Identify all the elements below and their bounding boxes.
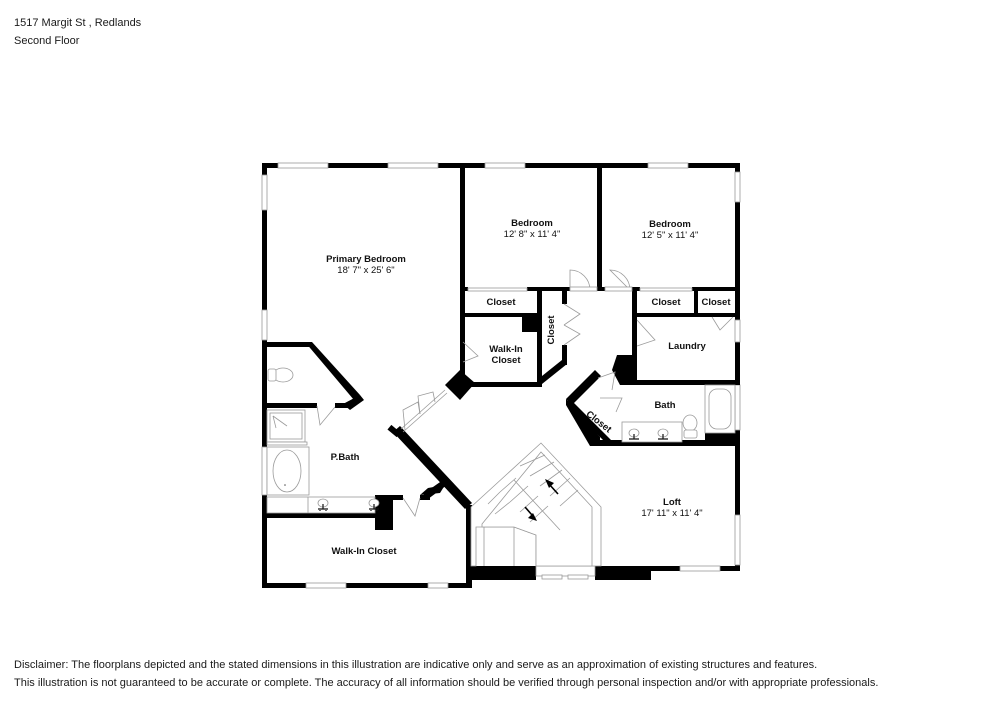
room-primary-bedroom-name: Primary Bedroom bbox=[326, 254, 406, 265]
arrow-up-left-icon bbox=[545, 479, 559, 495]
door-bedroom-2 bbox=[609, 269, 631, 291]
room-laundry: Laundry bbox=[668, 341, 706, 352]
windows bbox=[261, 162, 741, 589]
door-laundry bbox=[636, 319, 656, 347]
room-closet-bedroom-1: Closet bbox=[486, 297, 516, 308]
property-address: 1517 Margit St , Redlands bbox=[14, 17, 142, 29]
staircase bbox=[470, 442, 602, 567]
door-bath-closet bbox=[600, 397, 623, 413]
disclaimer-line-1: Disclaimer: The floorplans depicted and … bbox=[14, 659, 818, 671]
room-closet-bedroom-2: Closet bbox=[651, 297, 681, 308]
door-walkin-lower bbox=[402, 497, 421, 517]
doors bbox=[316, 269, 734, 517]
door-primary bbox=[402, 401, 421, 431]
door-primary bbox=[417, 391, 436, 415]
arrow-down-right-icon bbox=[524, 506, 537, 521]
window bbox=[261, 446, 268, 496]
room-closet-small: Closet bbox=[701, 297, 731, 308]
window bbox=[734, 319, 741, 343]
window bbox=[734, 384, 741, 431]
toilet-icon bbox=[682, 414, 698, 432]
room-loft-dims: 17' 11" x 11' 4" bbox=[641, 508, 702, 519]
fixtures bbox=[266, 367, 736, 567]
room-walkin-closet-upper-line2: Closet bbox=[491, 355, 521, 366]
door-bedroom-1 bbox=[569, 269, 591, 291]
room-closet-hall: Closet bbox=[546, 315, 557, 345]
vanity-icon bbox=[621, 421, 683, 443]
sliding-door bbox=[467, 287, 528, 292]
room-bath: Bath bbox=[654, 400, 675, 411]
room-walkin-closet-upper-line1: Walk-In bbox=[489, 344, 523, 355]
door-bath bbox=[597, 371, 616, 391]
room-bedroom-1-name: Bedroom bbox=[511, 218, 553, 229]
window bbox=[679, 565, 721, 572]
window bbox=[535, 565, 596, 577]
room-bedroom-2-name: Bedroom bbox=[649, 219, 691, 230]
window bbox=[277, 162, 329, 169]
window bbox=[261, 309, 268, 341]
door-walkin-closet bbox=[462, 341, 479, 363]
window bbox=[484, 162, 526, 169]
floor-label: Second Floor bbox=[14, 35, 80, 47]
window bbox=[734, 514, 741, 566]
door-toilet bbox=[316, 405, 336, 426]
window bbox=[647, 162, 689, 169]
window bbox=[305, 582, 347, 589]
disclaimer-line-2: This illustration is not guaranteed to b… bbox=[14, 677, 879, 689]
disclaimer: Disclaimer: The floorplans depicted and … bbox=[14, 656, 878, 692]
window bbox=[734, 171, 741, 203]
room-bedroom-2-dims: 12' 5" x 11' 4" bbox=[642, 230, 699, 241]
room-loft-name: Loft bbox=[663, 497, 682, 508]
window bbox=[427, 582, 449, 589]
sliding-door bbox=[639, 287, 693, 292]
interior-walls bbox=[262, 163, 740, 530]
plan-header: 1517 Margit St , Redlands Second Floor bbox=[14, 14, 141, 50]
room-primary-bedroom-dims: 18' 7" x 25' 6" bbox=[337, 265, 394, 276]
room-labels: Primary Bedroom 18' 7" x 25' 6" Bedroom … bbox=[326, 218, 731, 557]
door-hall-closet bbox=[563, 303, 581, 346]
window bbox=[567, 574, 589, 580]
room-pbath: P.Bath bbox=[331, 452, 360, 463]
room-walkin-closet-lower: Walk-In Closet bbox=[331, 546, 397, 557]
door-closet bbox=[711, 316, 734, 331]
window bbox=[387, 162, 439, 169]
room-bedroom-1-dims: 12' 8" x 11' 4" bbox=[504, 229, 561, 240]
window bbox=[261, 174, 268, 211]
window bbox=[541, 574, 563, 580]
